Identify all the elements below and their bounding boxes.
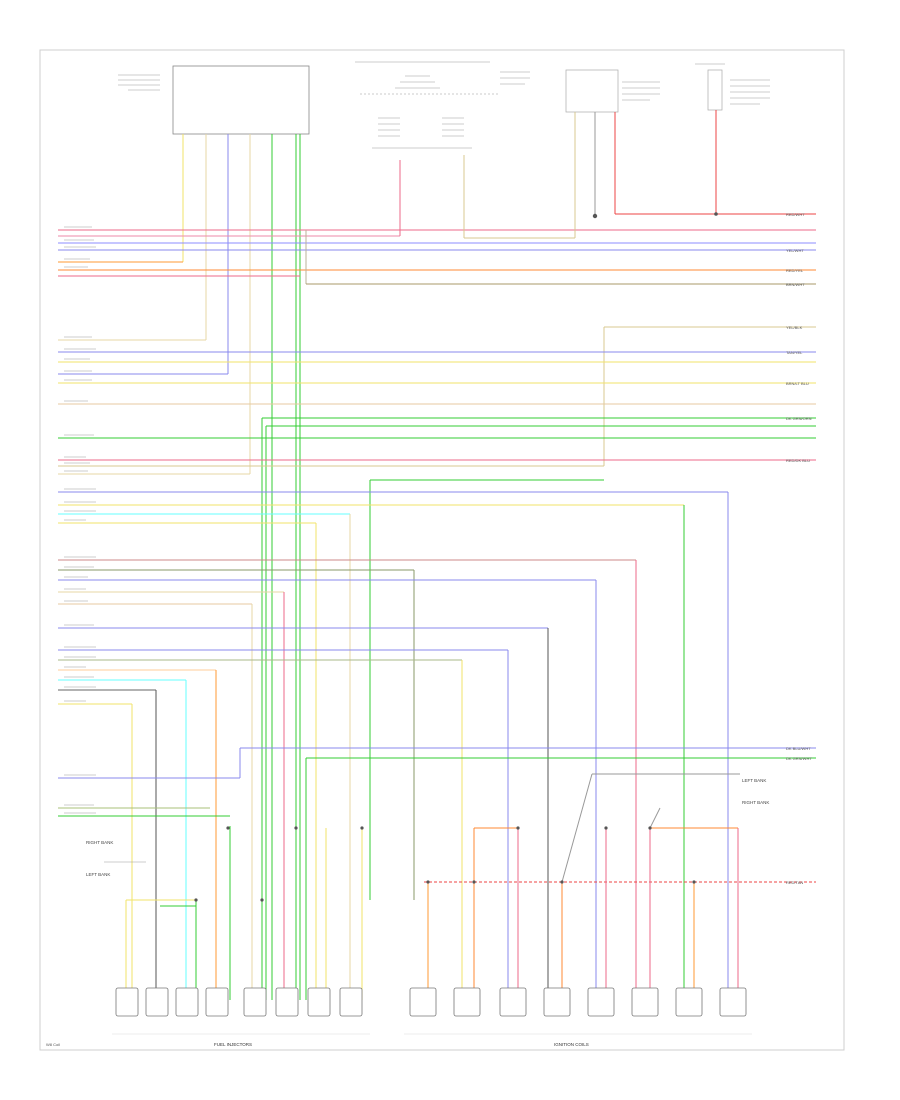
top-right-connector (707, 69, 723, 111)
right-wire-labels: RED/WHT YEL/WHT RED/YEL BRN/WHT YEL/BLK … (786, 212, 812, 885)
right-label-12: RED/TAN (786, 880, 803, 885)
right-label-4: BRN/WHT (786, 282, 805, 287)
fuel-injector-connectors (115, 987, 363, 1017)
left-bank-label-right: LEFT BANK (742, 778, 766, 783)
right-bank-label-left: RIGHT BANK (86, 840, 113, 845)
left-bank-label-left: LEFT BANK (86, 872, 110, 877)
right-label-3: RED/YEL (786, 268, 804, 273)
right-bank-label-right: RIGHT BANK (742, 800, 769, 805)
top-right-module (565, 69, 619, 113)
ignition-coils-title: IGNITION COILS (554, 1042, 589, 1047)
right-label-6: TAN/YEL (786, 350, 803, 355)
footer-code: W8 Coil (46, 1042, 60, 1047)
fuel-injectors-title: FUEL INJECTORS (214, 1042, 252, 1047)
ecm-connector-box (172, 65, 310, 135)
top-right-label-lines (622, 63, 770, 105)
splice-points (194, 212, 718, 902)
right-label-10: DK BLU/WHT (786, 746, 811, 751)
wires (58, 110, 816, 1000)
ecm-label-lines (118, 74, 160, 91)
right-label-9: RED/DK BLU (786, 458, 810, 463)
right-label-2: YEL/WHT (786, 248, 804, 253)
top-center-label-lines (355, 61, 530, 149)
right-label-5: YEL/BLK (786, 325, 803, 330)
left-wire-label-stubs (64, 226, 96, 814)
ignition-coil-connectors (409, 987, 747, 1017)
right-label-1: RED/WHT (786, 212, 805, 217)
right-label-7: BRN/LT BLU (786, 381, 809, 386)
right-label-8: DK GRN/ORN (786, 416, 812, 421)
right-label-11: DK GRN/WHT (786, 756, 812, 761)
diagram-frame (39, 49, 845, 1051)
